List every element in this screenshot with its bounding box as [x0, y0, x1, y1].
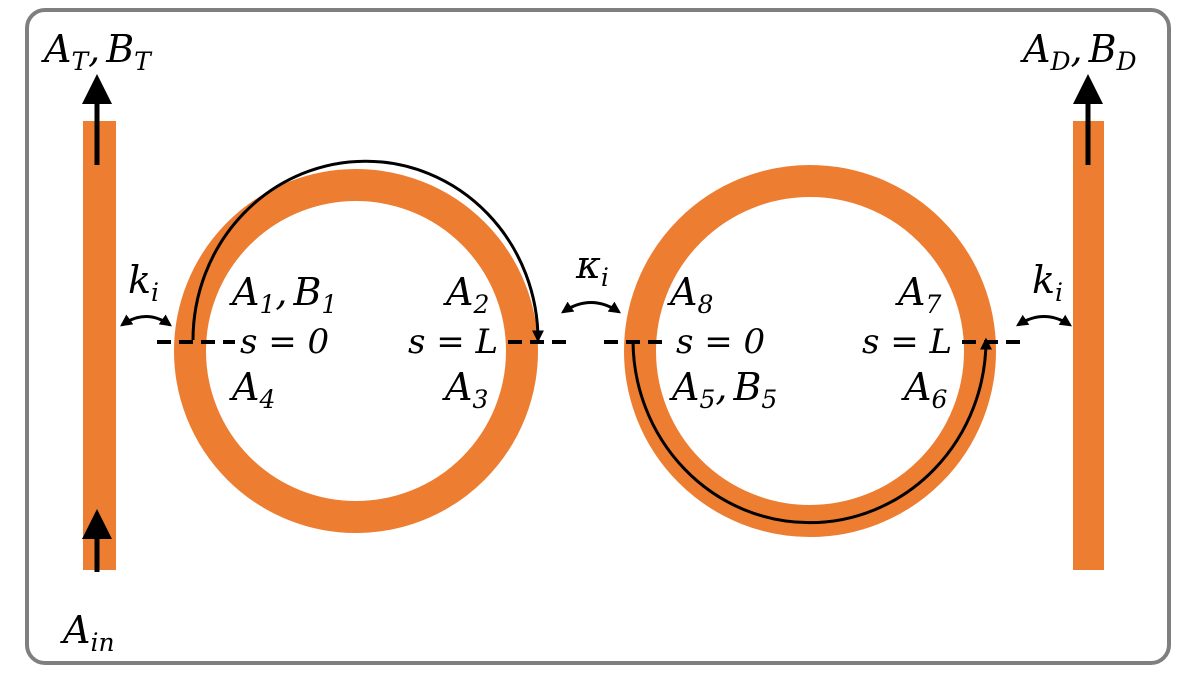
- left-coupling-label: ki: [128, 258, 159, 307]
- middle-coupling-label: κi: [575, 243, 609, 292]
- ring2-a6-label: A6: [901, 365, 947, 414]
- middle-coupling-arrow: [561, 301, 621, 314]
- ring2-a5-b5-label: A5,B5: [669, 365, 777, 414]
- right-coupling-label: ki: [1032, 258, 1063, 307]
- left-bus-waveguide: [83, 121, 116, 570]
- input-port-label: Ain: [60, 608, 115, 657]
- ring1-a1-b1-label: A1,B1: [229, 270, 337, 319]
- ring2-propagation-path: [631, 337, 992, 525]
- right-bus-waveguide: [1073, 121, 1104, 570]
- ring1-s0-label: s = 0: [240, 322, 329, 362]
- ring2-s0-label: s = 0: [676, 322, 765, 362]
- ring2-a8-label: A8: [667, 270, 713, 319]
- ring-resonator-left: [174, 169, 538, 533]
- ring1-sL-label: s = L: [408, 322, 498, 362]
- ring2-a7-label: A7: [895, 270, 941, 319]
- ring1-a3-label: A3: [442, 365, 488, 414]
- right-coupling-arrow: [1015, 314, 1073, 327]
- ring2-sL-label: s = L: [862, 322, 952, 362]
- ring1-propagation-path: [191, 159, 544, 343]
- drop-port-label: AD,BD: [1020, 27, 1137, 76]
- left-coupling-arrow: [120, 314, 172, 327]
- ring-resonator-right: [624, 165, 996, 537]
- ring1-a4-label: A4: [229, 365, 275, 414]
- through-port-label: AT,BT: [41, 27, 153, 76]
- ring1-a2-label: A2: [443, 270, 489, 319]
